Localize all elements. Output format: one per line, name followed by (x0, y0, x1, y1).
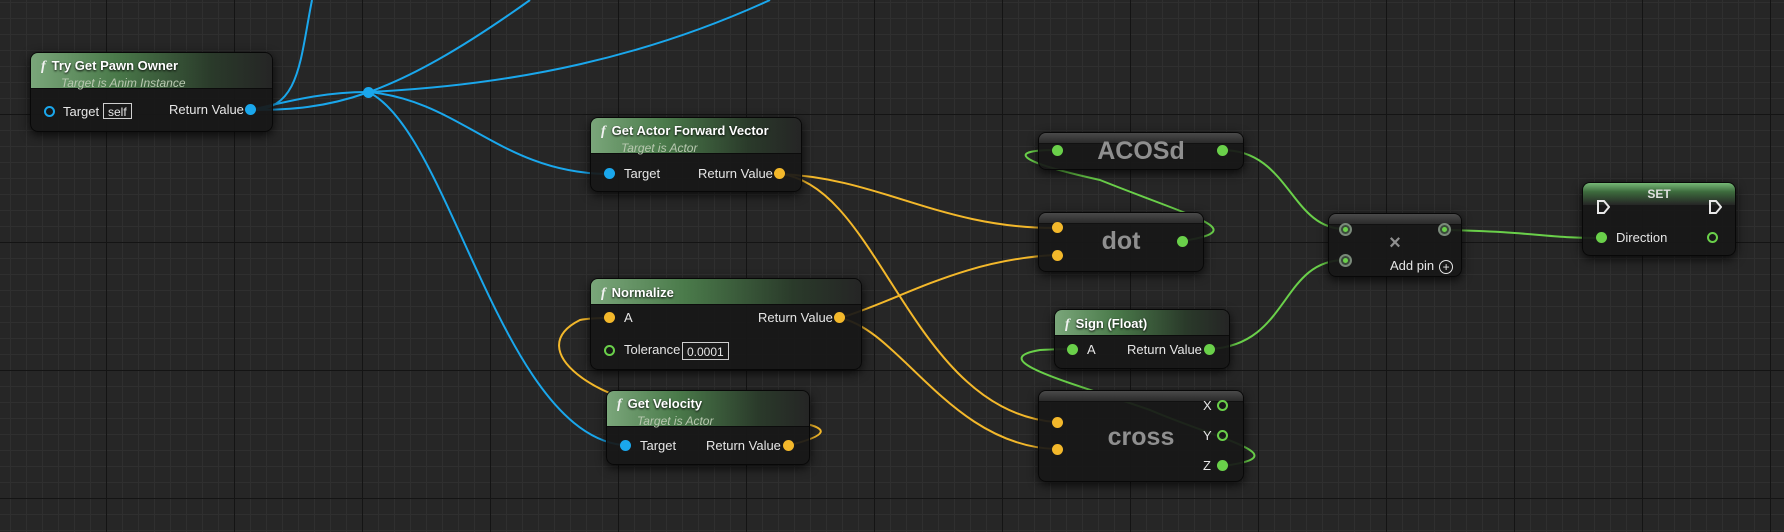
node-normalize[interactable]: f Normalize (590, 278, 862, 370)
node-header: f Get Velocity Target is Actor (607, 391, 809, 428)
a-pin[interactable] (604, 312, 615, 323)
function-icon: f (601, 124, 606, 139)
return-value-pin[interactable] (834, 312, 845, 323)
input-a-pin[interactable] (1052, 222, 1063, 233)
return-value-pin[interactable] (245, 104, 256, 115)
wire-forward-to-cross (779, 173, 1056, 423)
wire-acosd-to-multiply (1221, 149, 1346, 230)
node-header (1039, 133, 1243, 144)
node-header: f Normalize (591, 279, 861, 305)
input-b-pin[interactable] (1052, 444, 1063, 455)
node-title: × (1389, 232, 1401, 254)
target-pin-label: Target (63, 104, 100, 119)
function-icon: f (601, 286, 606, 301)
wire-pawn-to-offscreen-2 (250, 0, 531, 111)
wire-reroute-to-velocity-target (367, 91, 623, 446)
node-sign-float[interactable]: f Sign (Float) (1054, 309, 1230, 369)
return-value-label: Return Value (758, 310, 833, 325)
input-a-pin[interactable] (1052, 417, 1063, 428)
tolerance-field[interactable]: 0.0001 (682, 342, 729, 360)
wire-multiply-to-set (1444, 229, 1605, 239)
input-b-pin[interactable] (1052, 250, 1063, 261)
wire-reroute-to-forward-target (367, 91, 607, 175)
wire-normalize-to-cross (839, 317, 1056, 450)
output-pin[interactable] (1438, 223, 1451, 236)
node-try-get-pawn-owner[interactable]: f Try Get Pawn Owner Target is Anim Insta… (30, 52, 273, 132)
node-title: Sign (Float) (1075, 316, 1148, 331)
add-pin-button[interactable]: Add pin + (1390, 258, 1454, 274)
wire-dot-to-acosd (1024, 149, 1215, 242)
z-pin-label: Z (1203, 458, 1211, 473)
node-get-actor-forward-vector[interactable]: f Get Actor Forward Vector Target is Acto… (590, 117, 802, 192)
reroute-node[interactable] (363, 87, 374, 98)
node-subtitle: Target is Anim Instance (61, 76, 186, 90)
node-title: Try Get Pawn Owner (51, 58, 179, 73)
function-icon: f (1065, 317, 1070, 332)
target-pin[interactable] (620, 440, 631, 451)
node-title: dot (1101, 227, 1141, 255)
target-pin[interactable] (44, 106, 55, 117)
tolerance-label: Tolerance (624, 342, 681, 357)
node-title: Normalize (611, 285, 674, 300)
return-value-pin[interactable] (1204, 344, 1215, 355)
function-icon: f (617, 397, 622, 412)
node-header: f Get Actor Forward Vector Target is Acto… (591, 118, 801, 155)
node-header (1039, 213, 1203, 224)
target-pin-label: Target (624, 166, 661, 181)
input-a-pin[interactable] (1339, 223, 1352, 236)
node-subtitle: Target is Actor (621, 141, 698, 155)
wire-reroute-to-offscreen (367, 0, 771, 93)
return-value-pin[interactable] (774, 168, 785, 179)
y-pin-label: Y (1203, 428, 1212, 443)
wire-forward-to-dot (779, 173, 1056, 229)
target-pin[interactable] (604, 168, 615, 179)
node-title: ACOSd (1097, 137, 1185, 165)
node-title: Get Actor Forward Vector (611, 123, 769, 138)
node-cross[interactable]: cross (1038, 390, 1244, 482)
node-title: cross (1107, 423, 1175, 451)
y-output-pin[interactable] (1217, 430, 1228, 441)
tolerance-pin[interactable] (604, 345, 615, 356)
x-pin-label: X (1203, 398, 1212, 413)
node-subtitle: Target is Actor (637, 414, 714, 428)
return-value-label: Return Value (706, 438, 781, 453)
target-self-field[interactable]: self (103, 103, 132, 119)
node-header (1329, 214, 1461, 225)
output-pin[interactable] (1217, 145, 1228, 156)
exec-in-icon[interactable] (1596, 199, 1610, 215)
return-value-label: Return Value (169, 102, 244, 117)
node-header (1039, 391, 1243, 402)
target-pin-label: Target (640, 438, 677, 453)
node-set-direction[interactable]: SET (1582, 182, 1736, 256)
input-pin[interactable] (1052, 145, 1063, 156)
node-acosd[interactable]: ACOSd (1038, 132, 1244, 170)
node-header: f Try Get Pawn Owner Target is Anim Insta… (31, 53, 272, 90)
node-title: Get Velocity (627, 396, 703, 411)
node-header: f Sign (Float) (1055, 310, 1229, 336)
output-pin[interactable] (1177, 236, 1188, 247)
return-value-label: Return Value (1127, 342, 1202, 357)
add-pin-icon: + (1439, 259, 1454, 274)
node-get-velocity[interactable]: f Get Velocity Target is Actor (606, 390, 810, 465)
a-pin-label: A (1087, 342, 1096, 357)
add-pin-label: Add pin (1390, 258, 1435, 273)
direction-label: Direction (1616, 230, 1668, 245)
exec-out-icon[interactable] (1708, 199, 1722, 215)
a-pin-label: A (624, 310, 633, 325)
return-value-pin[interactable] (783, 440, 794, 451)
direction-input-pin[interactable] (1596, 232, 1607, 243)
node-dot[interactable]: dot (1038, 212, 1204, 272)
function-icon: f (41, 59, 46, 74)
return-value-label: Return Value (698, 166, 773, 181)
direction-output-pin[interactable] (1707, 232, 1718, 243)
input-b-pin[interactable] (1339, 254, 1352, 267)
z-output-pin[interactable] (1217, 460, 1228, 471)
x-output-pin[interactable] (1217, 400, 1228, 411)
node-title: SET (1583, 183, 1735, 205)
wire-normalize-to-dot (839, 254, 1056, 319)
wire-sign-to-multiply (1209, 259, 1346, 350)
a-pin[interactable] (1067, 344, 1078, 355)
